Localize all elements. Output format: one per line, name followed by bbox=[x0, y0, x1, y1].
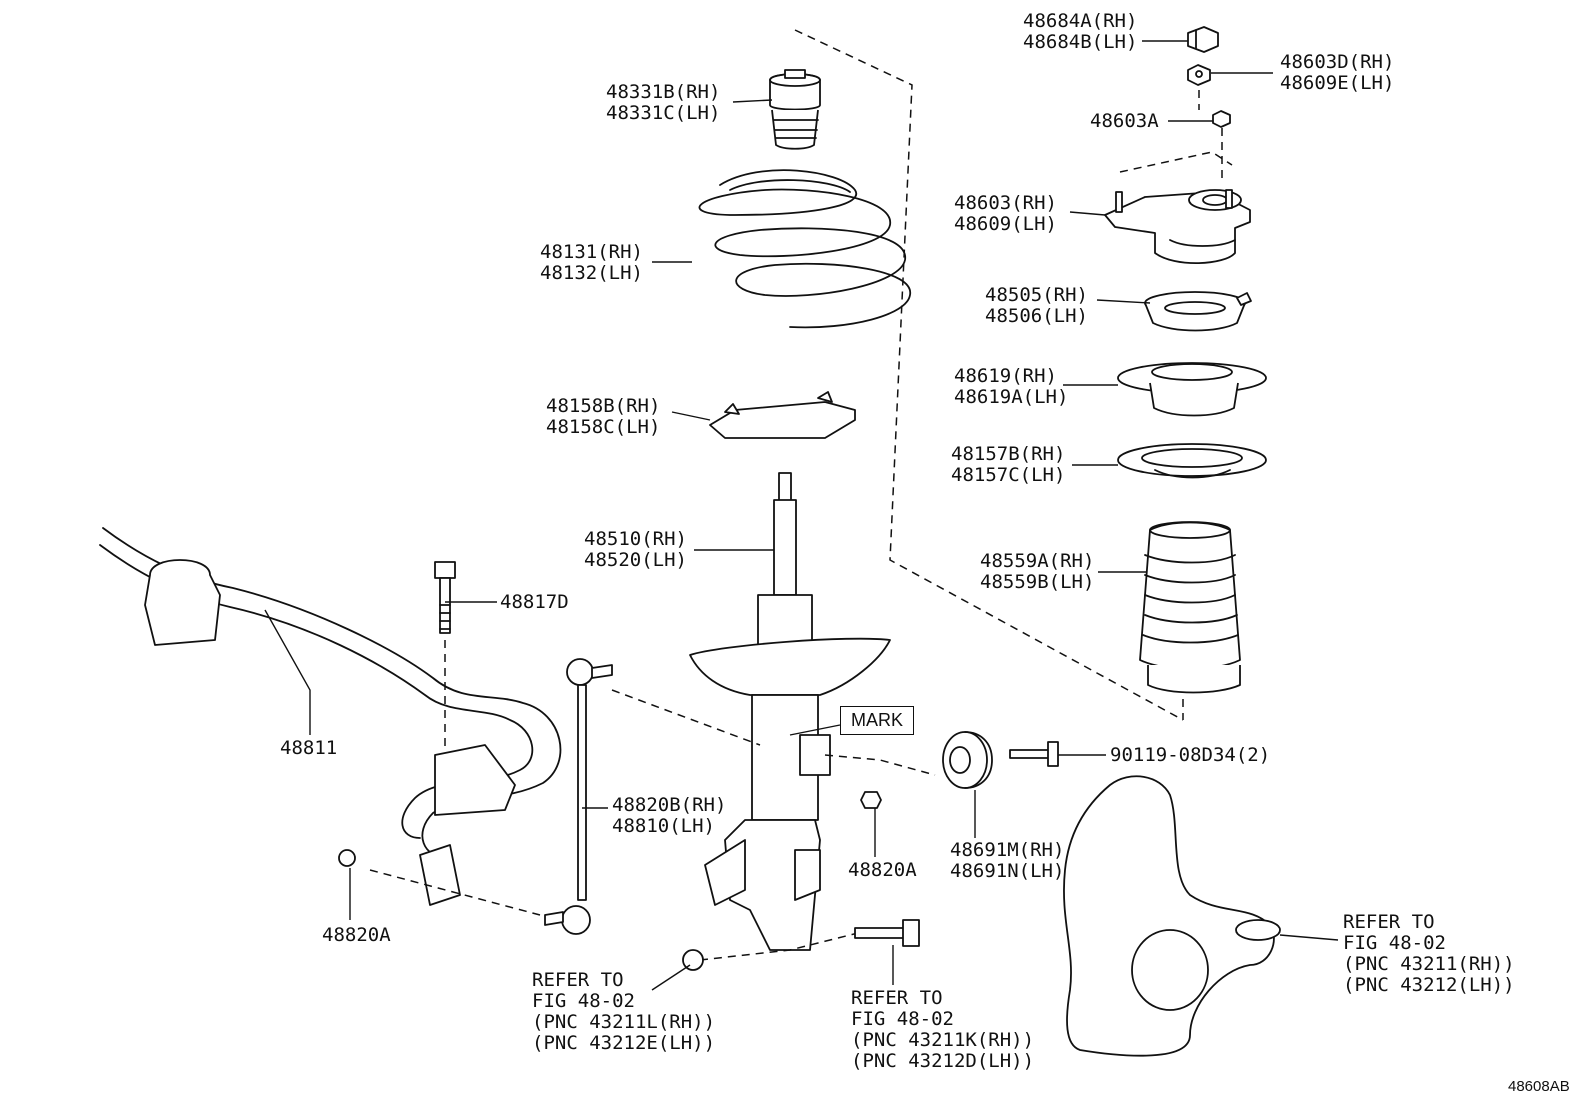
callout-line: REFER TO bbox=[1343, 911, 1435, 933]
callout-48510: 48510(RH)48520(LH) bbox=[584, 529, 687, 571]
callout-line: 48817D bbox=[500, 591, 569, 613]
bumper-boot-48559 bbox=[1139, 521, 1241, 694]
callout-48684: 48684A(RH)48684B(LH) bbox=[1023, 11, 1137, 53]
callout-48691: 48691M(RH)48691N(LH) bbox=[950, 840, 1064, 882]
callout-line: 48684A(RH) bbox=[1023, 10, 1138, 32]
assembly-boundary-line bbox=[794, 29, 1184, 721]
callout-90119: 90119-08D34(2) bbox=[1110, 745, 1270, 766]
callout-line: 48810(LH) bbox=[612, 815, 715, 837]
callout-48603D: 48603D(RH)48609E(LH) bbox=[1280, 52, 1394, 94]
callout-48817D: 48817D bbox=[500, 592, 569, 613]
callout-48559: 48559A(RH)48559B(LH) bbox=[980, 551, 1094, 593]
callout-line: 48619A(LH) bbox=[954, 386, 1069, 408]
nut-48603A bbox=[1212, 110, 1231, 128]
seat-48619 bbox=[1117, 362, 1267, 417]
callout-line: REFER TO bbox=[532, 969, 624, 991]
callout-line: 48157C(LH) bbox=[951, 464, 1066, 486]
stabilizer-bar-48811 bbox=[99, 527, 562, 906]
cam-washer-48691 bbox=[942, 731, 993, 789]
callout-48820A-mid: 48820A bbox=[848, 860, 917, 881]
callout-48331: 48331B(RH)48331C(LH) bbox=[606, 82, 720, 124]
bearing-48505 bbox=[1144, 291, 1252, 332]
callout-line: 48691N(LH) bbox=[950, 860, 1065, 882]
callout-line: 48158C(LH) bbox=[546, 416, 661, 438]
callout-line: (PNC 43212D(LH)) bbox=[851, 1050, 1035, 1072]
nut-48603D bbox=[1187, 64, 1211, 86]
callout-line: 48603D(RH) bbox=[1280, 51, 1395, 73]
callout-48157: 48157B(RH)48157C(LH) bbox=[951, 444, 1065, 486]
callout-line: 48506(LH) bbox=[985, 305, 1088, 327]
callout-line: 48559B(LH) bbox=[980, 571, 1095, 593]
callout-48158: 48158B(RH)48158C(LH) bbox=[546, 396, 660, 438]
callout-line: 48331B(RH) bbox=[606, 81, 721, 103]
callout-48811: 48811 bbox=[280, 738, 337, 759]
coil-spring-48131 bbox=[698, 169, 911, 329]
callout-line: 48559A(RH) bbox=[980, 550, 1095, 572]
callout-line: REFER TO bbox=[851, 987, 943, 1009]
callout-line: 48811 bbox=[280, 737, 338, 759]
bolt-90119 bbox=[1009, 741, 1059, 767]
callout-line: FIG 48-02 bbox=[1343, 932, 1446, 954]
figure-id: 48608AB bbox=[1508, 1078, 1570, 1095]
callout-line: (PNC 43212(LH)) bbox=[1343, 974, 1515, 996]
callout-line: 90119-08D34(2) bbox=[1110, 744, 1271, 766]
callout-line: (PNC 43212E(LH)) bbox=[532, 1032, 716, 1054]
callout-line: 48820A bbox=[322, 924, 391, 946]
mark-label-box: MARK bbox=[840, 706, 915, 735]
bump-stop-48331 bbox=[769, 69, 821, 150]
nut-knuckle bbox=[682, 949, 704, 971]
upper-support-48603 bbox=[1104, 189, 1251, 265]
callout-line: FIG 48-02 bbox=[851, 1008, 954, 1030]
callout-line: FIG 48-02 bbox=[532, 990, 635, 1012]
insulator-48157 bbox=[1117, 443, 1267, 479]
callout-48619: 48619(RH)48619A(LH) bbox=[954, 366, 1068, 408]
callout-line: 48684B(LH) bbox=[1023, 31, 1138, 53]
callout-line: 48132(LH) bbox=[540, 262, 643, 284]
callout-48603: 48603(RH)48609(LH) bbox=[954, 193, 1057, 235]
callout-line: 48603(RH) bbox=[954, 192, 1057, 214]
callout-line: (PNC 43211L(RH)) bbox=[532, 1011, 716, 1033]
callout-line: 48510(RH) bbox=[584, 528, 687, 550]
callout-line: 48619(RH) bbox=[954, 365, 1057, 387]
callout-line: 48609(LH) bbox=[954, 213, 1057, 235]
callout-line: 48331C(LH) bbox=[606, 102, 721, 124]
callout-line: 48158B(RH) bbox=[546, 395, 661, 417]
callout-line: 48820A bbox=[848, 859, 917, 881]
callout-line: 48820B(RH) bbox=[612, 794, 727, 816]
callout-48505: 48505(RH)48506(LH) bbox=[985, 285, 1088, 327]
callout-line: 48609E(LH) bbox=[1280, 72, 1395, 94]
stabilizer-link-48820B bbox=[544, 658, 613, 935]
callout-line: 48603A bbox=[1090, 110, 1159, 132]
bolt-48817D bbox=[434, 561, 456, 634]
lower-insulator-48158 bbox=[709, 391, 856, 439]
bolt-knuckle bbox=[854, 919, 920, 947]
callout-line: 48691M(RH) bbox=[950, 839, 1065, 861]
nut-48820A-mid bbox=[860, 791, 882, 809]
callout-48820A-left: 48820A bbox=[322, 925, 391, 946]
callout-line: (PNC 43211(RH)) bbox=[1343, 953, 1515, 975]
nut-48684 bbox=[1187, 26, 1219, 53]
callout-line: 48131(RH) bbox=[540, 241, 643, 263]
steering-knuckle bbox=[1063, 775, 1281, 1057]
callout-line: 48157B(RH) bbox=[951, 443, 1066, 465]
callout-line: (PNC 43211K(RH)) bbox=[851, 1029, 1035, 1051]
callout-48820B: 48820B(RH)48810(LH) bbox=[612, 795, 726, 837]
callout-line: 48505(RH) bbox=[985, 284, 1088, 306]
callout-48603A: 48603A bbox=[1090, 111, 1159, 132]
strut-48510 bbox=[689, 472, 891, 951]
nut-48820A-left bbox=[338, 849, 356, 867]
callout-line: 48520(LH) bbox=[584, 549, 687, 571]
callout-48131: 48131(RH)48132(LH) bbox=[540, 242, 643, 284]
